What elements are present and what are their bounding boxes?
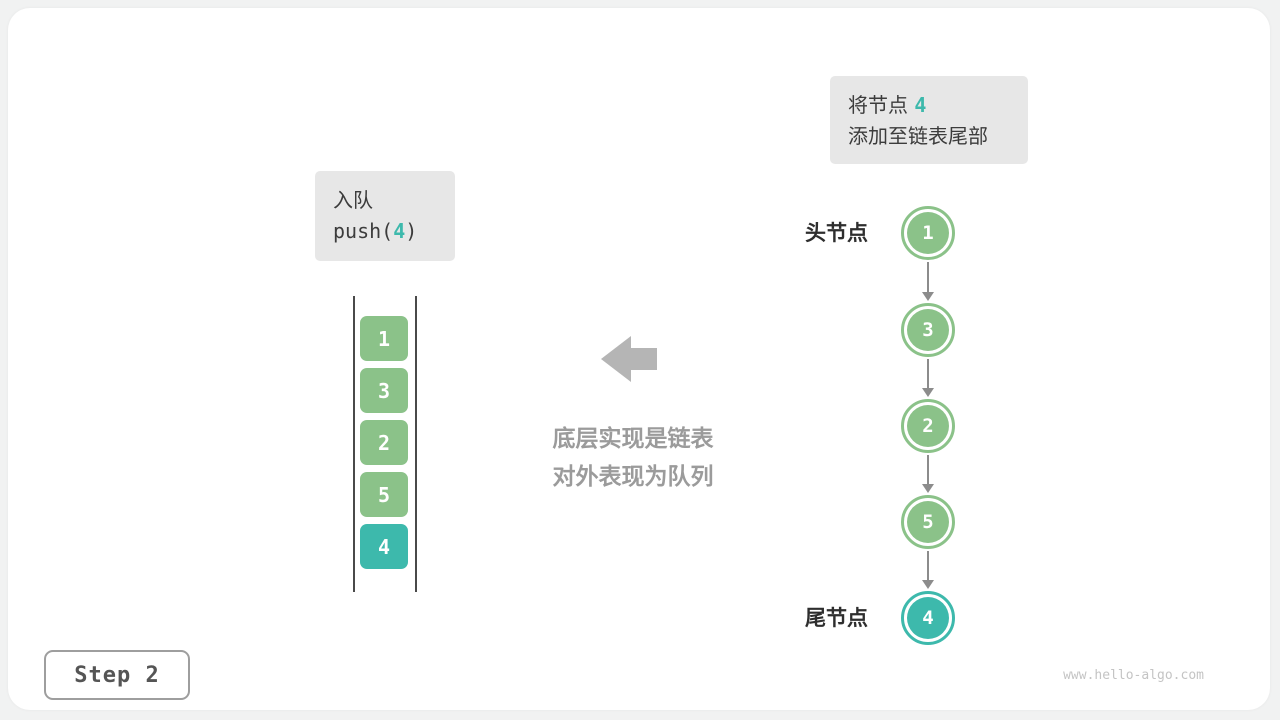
code-after: ) (405, 219, 418, 243)
code-before: push( (333, 219, 394, 243)
step-label: Step 2 (74, 662, 160, 688)
diagram-card: 将节点 4 添加至链表尾部 入队 push(4) 1 3 2 5 4 底层实现是… (8, 8, 1270, 710)
list-node: 2 (901, 399, 955, 453)
arrow-head (922, 388, 934, 397)
list-node: 4 (901, 591, 955, 645)
enqueue-label: 入队 (333, 188, 373, 212)
list-node: 5 (901, 495, 955, 549)
list-node-value: 1 (907, 212, 949, 254)
queue-item: 1 (360, 316, 408, 361)
queue-item: 3 (360, 368, 408, 413)
list-node-value: 3 (907, 309, 949, 351)
list-node-value: 4 (907, 597, 949, 639)
enqueue-code: push(4) (333, 216, 437, 247)
enqueue-callout: 入队 push(4) (315, 171, 455, 261)
queue-rail-left (353, 296, 355, 592)
arrow-shaft (927, 455, 929, 484)
queue-item: 4 (360, 524, 408, 569)
list-node: 3 (901, 303, 955, 357)
arrow-head (922, 484, 934, 493)
left-arrow-icon (601, 336, 657, 382)
list-node: 1 (901, 206, 955, 260)
down-arrow-icon (920, 551, 936, 589)
arrow-shaft (927, 359, 929, 388)
step-indicator: Step 2 (44, 650, 190, 700)
tail-node-label: 尾节点 (805, 606, 868, 630)
watermark: www.hello-algo.com (1063, 668, 1204, 683)
callout-top-line1: 将节点 4 (848, 90, 1010, 121)
center-note-line2: 对外表现为队列 (552, 464, 714, 490)
list-node-value: 2 (907, 405, 949, 447)
code-value: 4 (393, 219, 406, 243)
list-node-value: 5 (907, 501, 949, 543)
callout-top-highlight: 4 (914, 93, 927, 117)
queue-item: 2 (360, 420, 408, 465)
callout-top-text: 将节点 (848, 93, 915, 117)
left-arrow-tail (631, 348, 657, 370)
arrow-shaft (927, 551, 929, 580)
left-arrow-head (601, 336, 631, 382)
arrow-head (922, 580, 934, 589)
insert-node-callout: 将节点 4 添加至链表尾部 (830, 76, 1028, 164)
arrow-shaft (927, 262, 929, 292)
center-note: 底层实现是链表 对外表现为队列 (468, 420, 798, 496)
center-note-line1: 底层实现是链表 (552, 426, 714, 452)
down-arrow-icon (920, 359, 936, 397)
callout-top-line2: 添加至链表尾部 (848, 124, 988, 148)
down-arrow-icon (920, 262, 936, 301)
down-arrow-icon (920, 455, 936, 493)
arrow-head (922, 292, 934, 301)
head-node-label: 头节点 (805, 221, 868, 245)
queue-rail-right (415, 296, 417, 592)
queue-item: 5 (360, 472, 408, 517)
